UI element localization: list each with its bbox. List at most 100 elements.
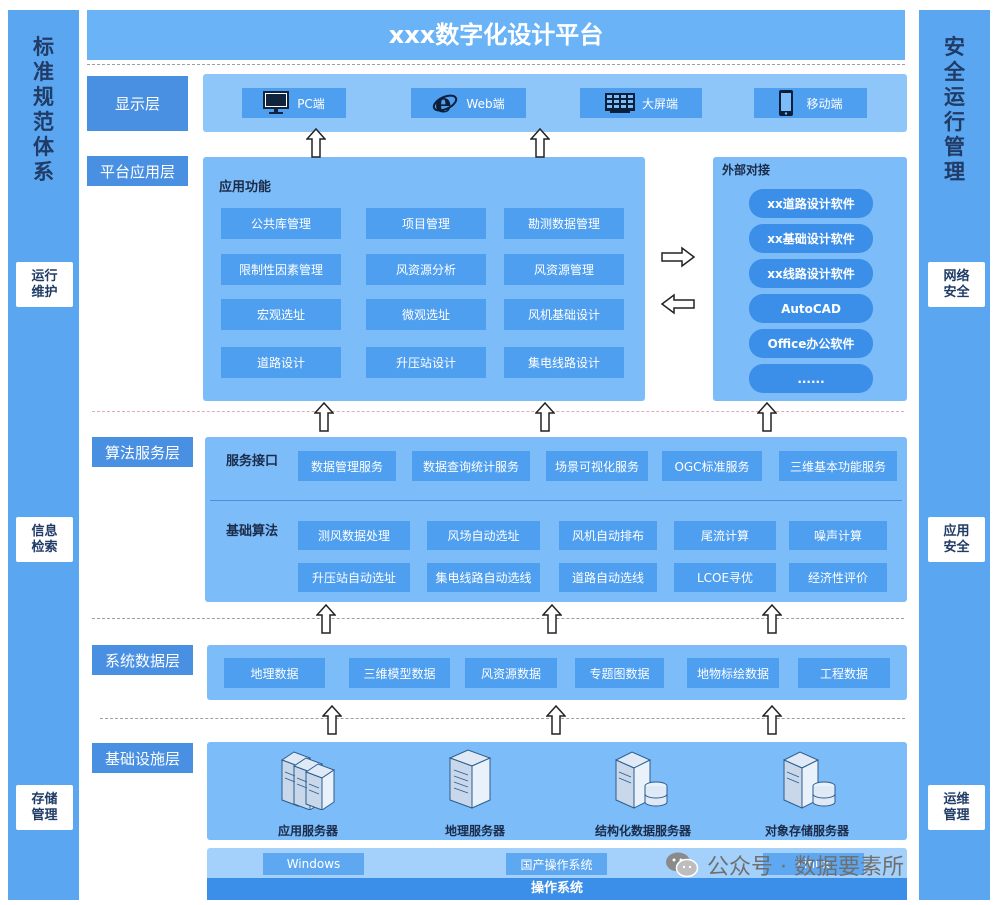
layer-label-algorithm: 算法服务层 — [92, 437, 193, 467]
right-box-label: 运维管理 — [943, 791, 970, 823]
arrow-up-icon — [757, 402, 777, 432]
app-function-item[interactable]: 勘测数据管理 — [504, 208, 624, 239]
storage-server-icon — [782, 751, 836, 809]
layer-label-platform: 平台应用层 — [87, 156, 188, 186]
app-function-item[interactable]: 道路设计 — [221, 347, 341, 378]
server-icon — [448, 749, 492, 809]
os-item-windows[interactable]: Windows — [263, 853, 364, 875]
app-function-item[interactable]: 限制性因素管理 — [221, 254, 341, 285]
server-label: 应用服务器 — [277, 824, 338, 838]
algorithm-item[interactable]: 升压站自动选址 — [298, 563, 410, 592]
display-item-pc[interactable]: PC端 — [242, 88, 346, 118]
right-box-label: 网络安全 — [943, 268, 970, 300]
arrow-left-icon — [660, 293, 695, 315]
data-item[interactable]: 三维模型数据 — [349, 658, 450, 688]
arrow-up-icon — [535, 402, 555, 432]
algorithm-item[interactable]: 集电线路自动选线 — [427, 563, 540, 592]
right-sidebar-title: 安全运行管理 — [944, 35, 965, 184]
arrow-up-icon — [542, 604, 562, 634]
right-box-network-security[interactable]: 网络安全 — [928, 262, 985, 307]
app-function-item[interactable]: 集电线路设计 — [504, 347, 624, 378]
algorithm-item[interactable]: 测风数据处理 — [298, 521, 410, 550]
left-box-label: 信息检索 — [31, 523, 58, 555]
display-item-big-screen[interactable]: 大屏端 — [580, 88, 702, 118]
big-screen-icon — [604, 93, 635, 113]
service-interface-item[interactable]: 三维基本功能服务 — [779, 451, 897, 481]
app-function-item[interactable]: 项目管理 — [366, 208, 486, 239]
os-label: 操作系统 — [207, 878, 907, 900]
algorithm-item[interactable]: 风场自动选址 — [427, 521, 540, 550]
left-box-storage-management[interactable]: 存储管理 — [16, 785, 73, 830]
left-sidebar — [8, 10, 79, 900]
app-function-item[interactable]: 宏观选址 — [221, 299, 341, 330]
arrow-up-icon — [322, 705, 342, 735]
divider — [92, 618, 904, 619]
mobile-phone-icon — [779, 90, 794, 116]
service-interface-item[interactable]: OGC标准服务 — [662, 451, 762, 481]
server-label: 地理服务器 — [444, 824, 505, 838]
external-title: 外部对接 — [722, 163, 771, 177]
external-software-item[interactable]: Office办公软件 — [749, 329, 873, 358]
page-title: xxx数字化设计平台 — [87, 10, 905, 60]
right-box-label: 应用安全 — [943, 523, 970, 555]
display-item-label: PC端 — [297, 96, 325, 111]
left-box-label: 存储管理 — [31, 791, 58, 823]
right-box-app-security[interactable]: 应用安全 — [928, 517, 985, 562]
algorithm-item[interactable]: 尾流计算 — [674, 521, 776, 550]
app-function-item[interactable]: 升压站设计 — [366, 347, 486, 378]
data-item[interactable]: 专题图数据 — [575, 658, 664, 688]
layer-label-data: 系统数据层 — [92, 645, 193, 675]
arrow-up-icon — [546, 705, 566, 735]
app-function-title: 应用功能 — [219, 180, 272, 195]
service-interface-title: 服务接口 — [226, 454, 279, 469]
external-software-item[interactable]: AutoCAD — [749, 294, 873, 323]
app-function-item[interactable]: 公共库管理 — [221, 208, 341, 239]
left-sidebar-title: 标准规范体系 — [33, 35, 54, 184]
layer-label-infra: 基础设施层 — [92, 743, 193, 773]
database-server-icon — [614, 751, 668, 809]
svg-text:e: e — [435, 90, 452, 116]
display-item-label: 移动端 — [806, 96, 843, 111]
arrow-up-icon — [316, 604, 336, 634]
watermark-text: 公众号 · 数据要素所 — [707, 855, 904, 880]
algorithm-item[interactable]: 风机自动排布 — [559, 521, 657, 550]
app-function-item[interactable]: 微观选址 — [366, 299, 486, 330]
display-item-web[interactable]: e Web端 — [411, 88, 526, 118]
data-item[interactable]: 风资源数据 — [465, 658, 557, 688]
right-sidebar — [919, 10, 990, 900]
data-item[interactable]: 地物标绘数据 — [687, 658, 779, 688]
service-interface-item[interactable]: 数据查询统计服务 — [412, 451, 530, 481]
arrow-right-icon — [661, 246, 696, 268]
wechat-icon — [666, 852, 699, 878]
server-label: 对象存储服务器 — [764, 824, 849, 838]
right-box-ops-management[interactable]: 运维管理 — [928, 785, 985, 830]
divider — [87, 64, 905, 65]
app-function-item[interactable]: 风机基础设计 — [504, 299, 624, 330]
service-interface-item[interactable]: 场景可视化服务 — [546, 451, 648, 481]
algorithm-divider — [210, 500, 902, 501]
data-item[interactable]: 地理数据 — [224, 658, 325, 688]
algorithm-item[interactable]: LCOE寻优 — [674, 563, 776, 592]
service-interface-item[interactable]: 数据管理服务 — [298, 451, 396, 481]
display-item-label: Web端 — [466, 96, 505, 111]
external-software-item[interactable]: ...... — [749, 364, 873, 393]
divider — [100, 718, 905, 719]
os-item-linux[interactable]: Linux — [763, 853, 864, 875]
watermark: 公众号 · 数据要素所 — [665, 848, 904, 882]
external-software-item[interactable]: xx线路设计软件 — [749, 259, 873, 288]
external-software-item[interactable]: xx基础设计软件 — [749, 224, 873, 253]
base-algorithm-title: 基础算法 — [226, 524, 279, 539]
algorithm-item[interactable]: 经济性评价 — [789, 563, 887, 592]
external-software-item[interactable]: xx道路设计软件 — [749, 189, 873, 218]
data-item[interactable]: 工程数据 — [798, 658, 890, 688]
left-box-info-retrieval[interactable]: 信息检索 — [16, 517, 73, 562]
os-item-domestic[interactable]: 国产操作系统 — [506, 853, 607, 875]
left-box-ops-maintenance[interactable]: 运行维护 — [16, 262, 73, 307]
display-item-mobile[interactable]: 移动端 — [754, 88, 867, 118]
app-function-item[interactable]: 风资源分析 — [366, 254, 486, 285]
app-function-item[interactable]: 风资源管理 — [504, 254, 624, 285]
algorithm-item[interactable]: 噪声计算 — [789, 521, 887, 550]
arrow-up-icon — [762, 604, 782, 634]
arrow-up-icon — [306, 128, 326, 158]
algorithm-item[interactable]: 道路自动选线 — [559, 563, 657, 592]
